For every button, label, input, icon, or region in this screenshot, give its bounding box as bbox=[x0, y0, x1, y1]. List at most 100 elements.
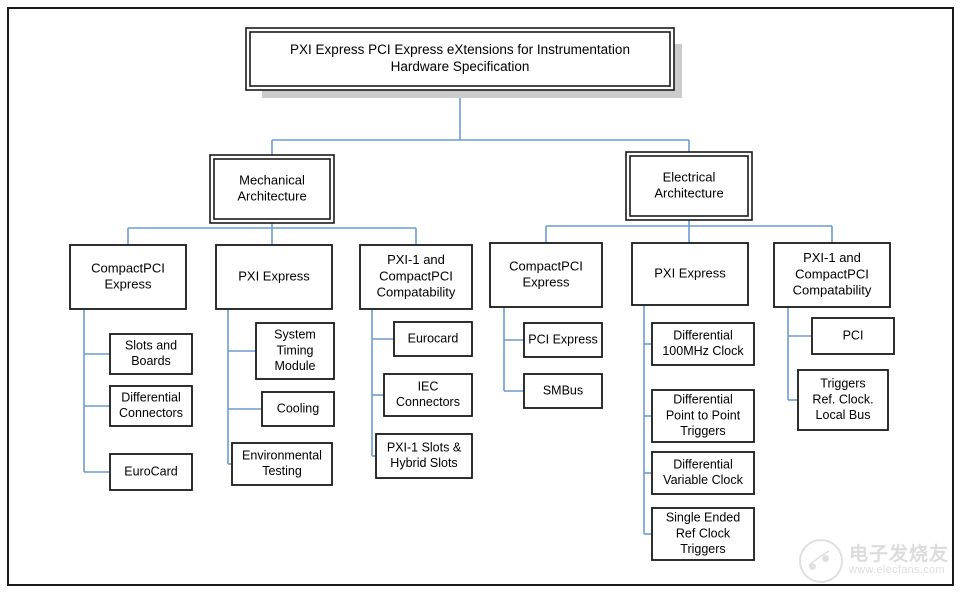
node-label-line: Slots and bbox=[125, 338, 177, 352]
node-label-line: PXI-1 and bbox=[803, 250, 861, 265]
node-label-line: PCI Express bbox=[528, 332, 597, 346]
node-label-line: IEC bbox=[418, 379, 439, 393]
node-label-line: Connectors bbox=[396, 395, 460, 409]
node-label-line: SMBus bbox=[543, 383, 583, 397]
node-label-line: Triggers bbox=[820, 377, 865, 391]
node-box[interactable] bbox=[255, 322, 335, 380]
node-box[interactable] bbox=[651, 451, 755, 495]
node-label-line: Ref. Clock. bbox=[812, 392, 873, 406]
node-smbus[interactable]: SMBus bbox=[523, 373, 603, 409]
node-label-line: PXI Express bbox=[654, 265, 726, 280]
node-label-line: PXI-1 and bbox=[387, 252, 445, 267]
node-label-line: Point to Point bbox=[666, 408, 741, 422]
node-box[interactable] bbox=[109, 333, 193, 375]
node-label-line: CompactPCI bbox=[795, 266, 869, 281]
node-label-line: Variable Clock bbox=[663, 473, 743, 487]
node-label-line: Express bbox=[105, 277, 152, 292]
node-hardware-specification[interactable]: PXI Express PCI Express eXtensions for I… bbox=[245, 27, 682, 98]
node-box[interactable] bbox=[383, 373, 473, 417]
node-box[interactable] bbox=[393, 321, 473, 357]
node-box[interactable] bbox=[231, 442, 333, 486]
node-box[interactable] bbox=[215, 244, 333, 310]
node-box[interactable] bbox=[651, 322, 755, 366]
node-label-line: Single Ended bbox=[666, 511, 740, 525]
node-label-line: Boards bbox=[131, 354, 171, 368]
node-label-line: PXI Express bbox=[238, 268, 310, 283]
node-electrical-pxi-express[interactable]: PXI Express bbox=[631, 242, 749, 306]
node-box[interactable] bbox=[69, 244, 187, 310]
node-label-line: Local Bus bbox=[816, 408, 871, 422]
node-box[interactable] bbox=[489, 242, 603, 308]
node-pxi1-slots-and-hybrid-slots[interactable]: PXI-1 Slots & Hybrid Slots bbox=[375, 433, 473, 479]
node-label-line: Electrical bbox=[663, 169, 716, 184]
node-mechanical-pxi-express[interactable]: PXI Express bbox=[215, 244, 333, 310]
node-box[interactable] bbox=[109, 453, 193, 491]
node-label-line: Testing bbox=[262, 464, 302, 478]
node-mechanical-compactpci-express[interactable]: CompactPCI Express bbox=[69, 244, 187, 310]
connector-layer bbox=[83, 86, 833, 535]
node-iec-connectors[interactable]: IEC Connectors bbox=[383, 373, 473, 417]
node-box[interactable] bbox=[651, 507, 755, 561]
node-box[interactable] bbox=[523, 322, 603, 358]
node-box[interactable] bbox=[359, 244, 473, 310]
node-cooling[interactable]: Cooling bbox=[261, 391, 335, 427]
node-label-line: PXI Express PCI Express eXtensions for I… bbox=[290, 42, 630, 57]
node-label-line: Timing bbox=[276, 343, 313, 357]
node-label-line: Mechanical bbox=[239, 172, 305, 187]
node-box[interactable] bbox=[523, 373, 603, 409]
node-box[interactable] bbox=[261, 391, 335, 427]
node-label-line: System bbox=[274, 328, 316, 342]
node-label-line: CompactPCI bbox=[509, 258, 583, 273]
node-label-line: Module bbox=[275, 359, 316, 373]
node-label-line: Differential bbox=[673, 328, 733, 342]
node-label-line: Environmental bbox=[242, 448, 322, 462]
node-eurocard[interactable]: Eurocard bbox=[393, 321, 473, 357]
node-label-line: Express bbox=[523, 275, 570, 290]
node-box[interactable] bbox=[773, 242, 891, 308]
node-label-line: PXI-1 Slots & bbox=[387, 440, 462, 454]
node-label-line: 100MHz Clock bbox=[662, 344, 744, 358]
node-label-line: Cooling bbox=[277, 401, 319, 415]
node-box[interactable] bbox=[213, 158, 331, 220]
node-box[interactable] bbox=[651, 389, 755, 443]
node-label-line: Hybrid Slots bbox=[390, 456, 457, 470]
node-label-line: Triggers bbox=[680, 424, 725, 438]
node-label-line: Compatability bbox=[793, 283, 872, 298]
node-label-line: CompactPCI bbox=[91, 260, 165, 275]
node-electrical-compactpci-express[interactable]: CompactPCI Express bbox=[489, 242, 603, 308]
node-label-line: Triggers bbox=[680, 542, 725, 556]
node-layer: PXI Express PCI Express eXtensions for I… bbox=[69, 27, 895, 561]
node-label-line: Compatability bbox=[377, 285, 456, 300]
node-label-line: Hardware Specification bbox=[391, 59, 530, 74]
node-differential-100mhz-clock[interactable]: Differential 100MHz Clock bbox=[651, 322, 755, 366]
node-box[interactable] bbox=[375, 433, 473, 479]
node-box[interactable] bbox=[797, 369, 889, 431]
node-label-line: Differential bbox=[121, 390, 181, 404]
node-eurocard-mechanical[interactable]: EuroCard bbox=[109, 453, 193, 491]
node-label-line: PCI bbox=[843, 328, 864, 342]
node-pci-express[interactable]: PCI Express bbox=[523, 322, 603, 358]
node-box[interactable] bbox=[109, 385, 193, 427]
node-box[interactable] bbox=[249, 31, 671, 87]
node-box[interactable] bbox=[631, 242, 749, 306]
node-box[interactable] bbox=[629, 155, 749, 217]
node-box[interactable] bbox=[811, 317, 895, 355]
node-label-line: Differential bbox=[673, 393, 733, 407]
node-label-line: Eurocard bbox=[408, 331, 459, 345]
node-label-line: Ref Clock bbox=[676, 526, 731, 540]
node-pci[interactable]: PCI bbox=[811, 317, 895, 355]
